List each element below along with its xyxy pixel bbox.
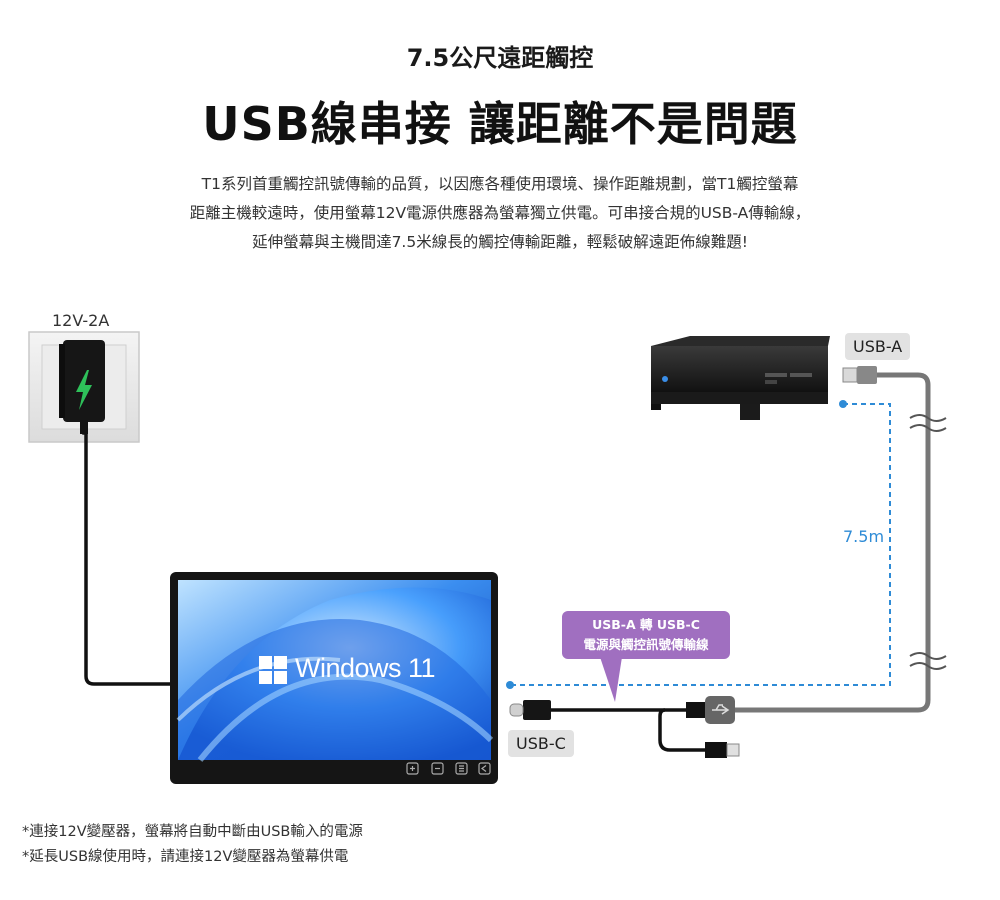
distance-label: 7.5m — [840, 527, 888, 546]
page-title: USB線串接 讓距離不是問題 — [202, 97, 798, 151]
cable-callout: USB-A 轉 USB-C 電源與觸控訊號傳輸線 — [562, 611, 730, 659]
distance-indicator — [510, 403, 891, 686]
note-2: *延長USB線使用時，請連接12V變壓器為螢幕供電 — [22, 849, 349, 865]
usb-a-to-c-cable — [509, 696, 740, 758]
callout-line-2: 電源與觸控訊號傳輸線 — [583, 637, 709, 652]
description-line-2: 距離主機較遠時，使用螢幕12V電源供應器為螢幕獨立供電。可串接合規的USB-A傳… — [189, 204, 811, 222]
usb-a-plug — [842, 366, 877, 384]
touch-monitor — [170, 572, 498, 784]
windows-11-text: Windows 11 — [295, 653, 436, 683]
description: T1系列首重觸控訊號傳輸的品質，以因應各種使用環境、操作距離規劃，當T1觸控螢幕… — [80, 170, 920, 257]
windows-logo-icon — [259, 656, 287, 684]
power-spec-label: 12V-2A — [52, 311, 110, 330]
usb-c-label: USB-C — [508, 730, 574, 757]
cable-break-mark — [909, 414, 947, 670]
usb-a-label: USB-A — [845, 333, 911, 360]
power-adapter — [59, 340, 105, 422]
monitor-buttons — [406, 762, 491, 775]
usb-extension-cable — [735, 372, 931, 713]
mini-pc — [651, 336, 830, 420]
description-line-3: 延伸螢幕與主機間達7.5米線長的觸控傳輸距離，輕鬆破解遠距佈線難題! — [252, 233, 748, 251]
lightning-bolt-icon — [76, 370, 92, 410]
callout-pointer — [600, 657, 622, 702]
power-cable — [82, 422, 178, 686]
note-1: *連接12V變壓器，螢幕將自動中斷由USB輸入的電源 — [22, 824, 363, 840]
subtitle: 7.5公尺遠距觸控 — [406, 44, 594, 72]
description-line-1: T1系列首重觸控訊號傳輸的品質，以因應各種使用環境、操作距離規劃，當T1觸控螢幕 — [201, 175, 799, 193]
callout-line-1: USB-A 轉 USB-C — [592, 617, 700, 632]
